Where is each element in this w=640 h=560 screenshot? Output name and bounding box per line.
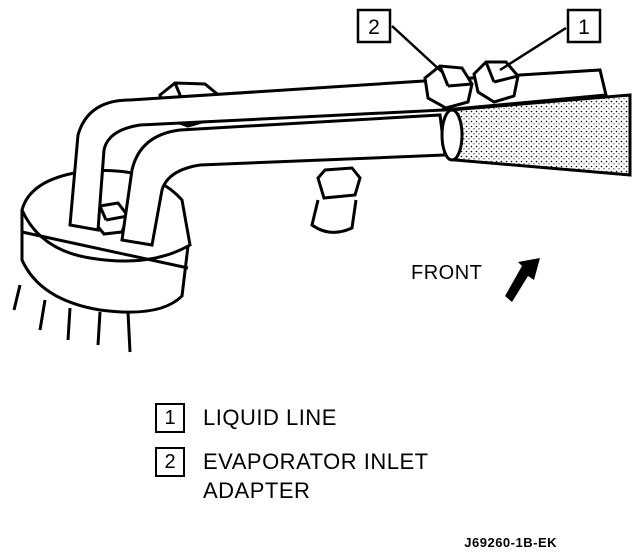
legend-number-box: 2 <box>155 447 185 477</box>
callout-1: 1 <box>499 8 602 72</box>
legend-item: 2 EVAPORATOR INLET ADAPTER <box>155 447 595 505</box>
drain-fitting <box>310 166 362 234</box>
legend-text: EVAPORATOR INLET ADAPTER <box>203 449 429 503</box>
figure-id: J69260-1B-EK <box>464 535 557 550</box>
liquid-line-nut <box>472 60 520 104</box>
legend-item: 1 LIQUID LINE <box>155 403 595 433</box>
evaporator-block <box>12 169 192 353</box>
front-arrow-icon <box>505 258 540 302</box>
callout-1-number: 1 <box>578 16 590 39</box>
insulated-hose <box>440 93 632 177</box>
legend-number-box: 1 <box>155 403 185 433</box>
legend: 1 LIQUID LINE 2 EVAPORATOR INLET ADAPTER <box>155 403 595 519</box>
callout-2: 2 <box>356 8 443 73</box>
legend-text: LIQUID LINE <box>203 405 337 430</box>
evaporator-inlet-adapter-nut <box>423 64 474 110</box>
front-direction-label: FRONT <box>411 262 483 284</box>
callout-2-number: 2 <box>368 16 380 39</box>
